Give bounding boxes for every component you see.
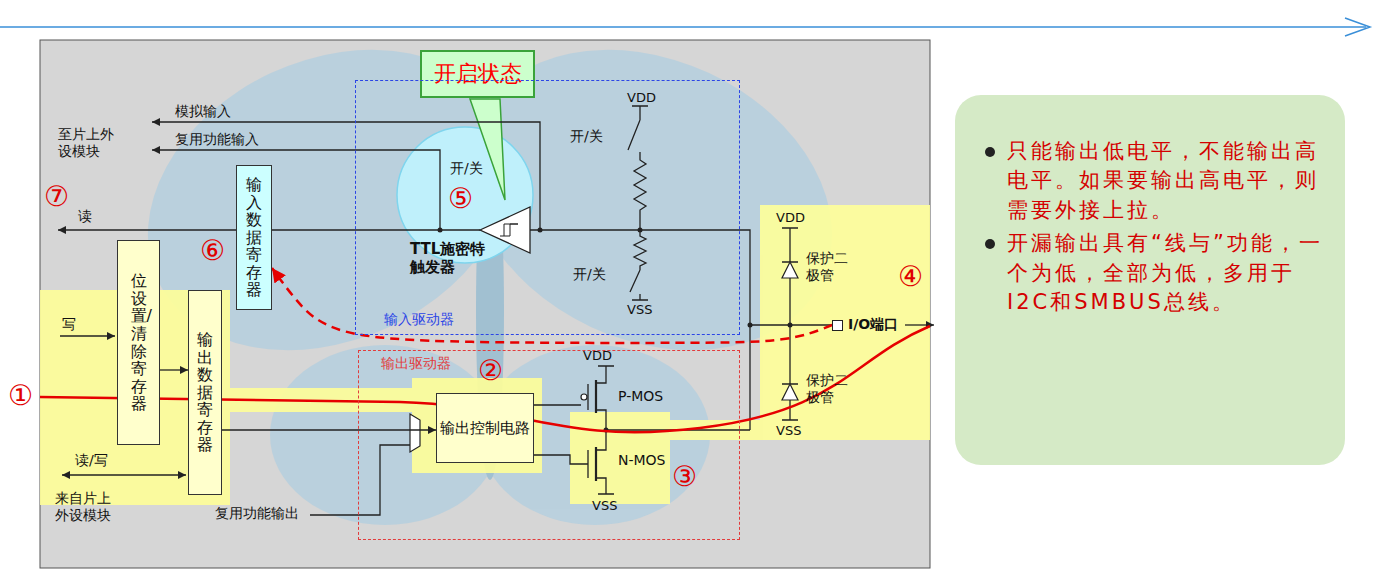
module-label: 来自片上外设模块 (55, 490, 117, 524)
wire (152, 122, 540, 230)
supply-label: VSS (627, 302, 652, 318)
switch-label: 开/关 (450, 160, 483, 177)
callout-number: ③ (672, 462, 697, 493)
wire (596, 366, 750, 430)
highlight-region (760, 205, 930, 440)
signal-arrow (272, 268, 832, 343)
io-port-text: I/O端口 (848, 316, 898, 334)
header-rule (0, 18, 1370, 36)
bullet-dot (985, 239, 995, 249)
wire (782, 228, 798, 420)
process-box-text: 输出控制电路 (440, 419, 530, 437)
note-box-text: 只能输出低电平，不能输出高电平。如果要输出高电平，则需要外接上拉。 (1007, 137, 1323, 225)
output-driver-region-text: 输出驱动器 (381, 355, 451, 373)
callout-box: 开启状态 (420, 50, 535, 98)
schmitt-trigger (480, 207, 530, 253)
schmitt-trigger (480, 207, 530, 253)
signal-label: 写 (62, 316, 76, 333)
wire (60, 335, 115, 336)
panel (40, 40, 930, 568)
junction-dot (538, 228, 543, 233)
supply-label: VSS (776, 423, 801, 439)
junction-dot (638, 228, 643, 233)
wire (62, 474, 186, 475)
mos-bubble (581, 394, 587, 400)
component-label: P-MOS (618, 388, 663, 405)
signal-label: 读 (78, 208, 92, 225)
signal-arrow (160, 369, 188, 370)
callout-pointer (470, 99, 505, 200)
signal-label: 复用功能输入 (175, 131, 259, 148)
supply-label: VSS (592, 498, 617, 514)
mos-bubble (581, 394, 587, 400)
junction-dot (788, 323, 793, 328)
wire (530, 430, 614, 494)
component-label: 保护二极管 (806, 372, 854, 406)
junction-dot (438, 228, 443, 233)
process-box: 输出控制电路 (436, 393, 534, 463)
register-box-text: 位设置/清除寄存器 (131, 272, 147, 413)
diode-symbol (782, 262, 798, 400)
diode-symbol (782, 384, 798, 400)
callout-pointer (470, 99, 505, 200)
register-box: 位设置/清除寄存器 (117, 240, 160, 445)
note-box-text: 开漏输出具有“线与”功能，一个为低，全部为低，多用于I2C和SMBUS总线。 (1007, 229, 1323, 317)
junction-dot (748, 323, 753, 328)
multiplexer-symbol (410, 414, 420, 452)
output-driver-region: 输出驱动器输出控制电路 (358, 350, 740, 540)
callout-number: ② (478, 356, 503, 387)
supply-label: VDD (583, 348, 612, 364)
register-box: 输出数据寄存器 (188, 290, 222, 495)
register-box-text: 输出数据寄存器 (197, 331, 213, 454)
header-rule (1345, 18, 1370, 36)
input-driver-region: 输入驱动器 (355, 80, 740, 335)
callout-number: ⑤ (448, 184, 473, 215)
bullet-dot (985, 147, 995, 157)
callout-number: ① (8, 381, 33, 412)
port-pin (832, 320, 843, 331)
callout-number: ⑥ (200, 236, 225, 267)
wire (632, 106, 648, 300)
schmitt-trigger (500, 224, 518, 236)
wire (628, 106, 646, 300)
supply-label: VDD (627, 90, 656, 106)
signal-label: 模拟输入 (175, 103, 231, 120)
io-port: I/O端口 (832, 314, 904, 336)
component-label: N-MOS (618, 452, 666, 469)
callout-number: ⑦ (44, 182, 69, 213)
component-label: 保护二极管 (806, 250, 854, 284)
wire (310, 445, 410, 515)
wire (152, 150, 440, 230)
highlight-region (412, 378, 542, 473)
callout-number: ④ (898, 262, 923, 293)
supply-label: VDD (776, 210, 805, 226)
highlight-region (40, 205, 930, 505)
signal-label: 复用功能输出 (215, 505, 299, 522)
callout-box-text: 开启状态 (434, 61, 522, 86)
multiplexer-symbol (410, 414, 420, 452)
switch-label: 开/关 (570, 128, 603, 145)
switch-label: 开/关 (573, 266, 606, 283)
register-box-text: 输入数据寄存器 (246, 176, 262, 299)
signal-label: 读/写 (75, 452, 108, 469)
panel (40, 40, 930, 568)
register-box: 输入数据寄存器 (236, 165, 272, 310)
component-label: TTL施密特触发器 (410, 240, 496, 276)
note-box: 只能输出低电平，不能输出高电平。如果要输出高电平，则需要外接上拉。开漏输出具有“… (955, 95, 1345, 465)
signal-arrow (222, 429, 436, 430)
header-rule (0, 26, 1366, 28)
input-driver-region-text: 输入驱动器 (384, 311, 454, 329)
diode-symbol (782, 262, 798, 278)
wire (530, 384, 588, 410)
wire (58, 106, 934, 515)
module-label: 至片上外设模块 (58, 126, 120, 160)
